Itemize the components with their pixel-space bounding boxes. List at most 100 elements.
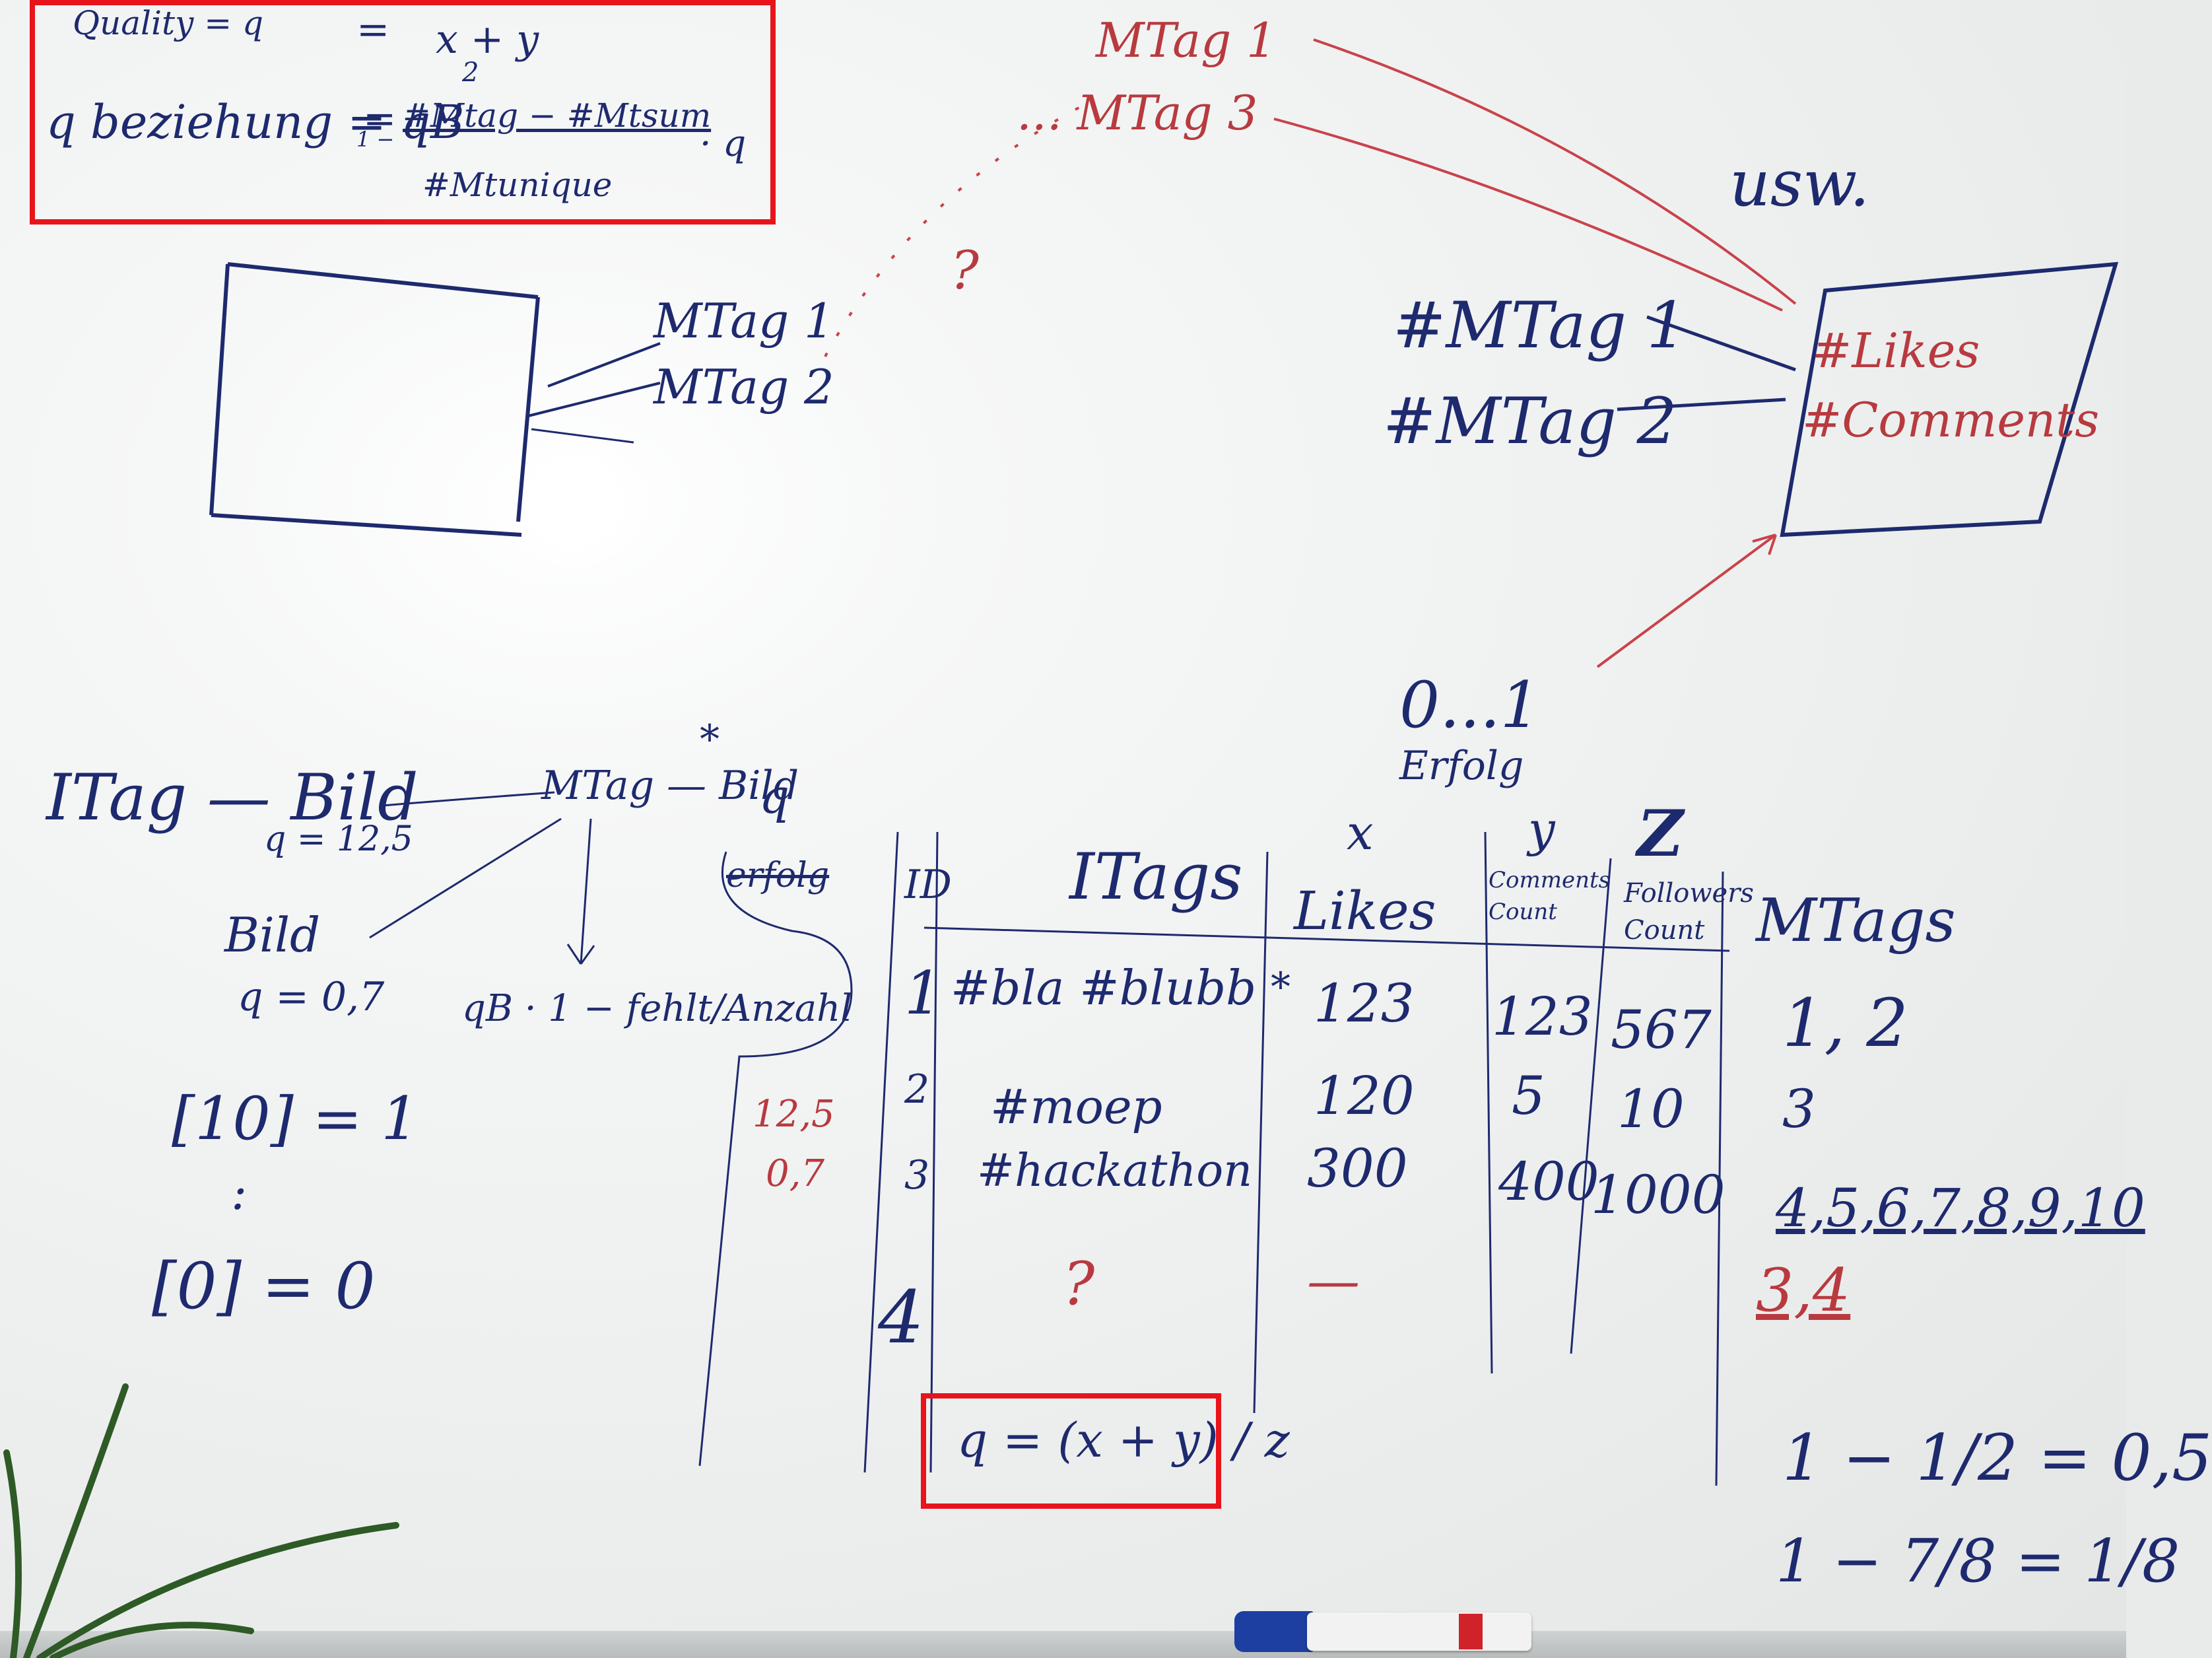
row1-likes: 123 xyxy=(1314,973,1415,1034)
right-box xyxy=(1780,261,2119,537)
header-y: y xyxy=(1528,802,1555,857)
row3-id: 3 xyxy=(904,1152,930,1198)
quality-denominator: 2 xyxy=(462,57,479,88)
row2-id: 2 xyxy=(904,1066,930,1113)
bottom-formula: q = (x + y) / z xyxy=(957,1412,1290,1468)
red-dotted-curve xyxy=(824,104,1083,357)
row2-mtags: 3 xyxy=(1782,1078,1816,1140)
star-mark: * xyxy=(700,716,720,763)
row2-itags: #moep xyxy=(990,1079,1162,1134)
right-link-2 xyxy=(1617,397,1786,411)
left-box-link-2 xyxy=(527,382,661,417)
comments-label: #Comments xyxy=(1802,392,2100,448)
row3-itags: #hackathon xyxy=(977,1145,1252,1197)
mtag-down-arrow xyxy=(566,818,595,965)
itag-bild-link xyxy=(382,791,555,807)
relation-suffix: · q xyxy=(700,122,747,164)
row1-mtags: 1, 2 xyxy=(1782,984,1908,1062)
red-question-mark: ? xyxy=(951,240,979,301)
table-vline-1 xyxy=(863,831,899,1473)
quality-numerator: x + y xyxy=(436,17,539,63)
header-x: x xyxy=(1347,805,1374,860)
likes-label: #Likes xyxy=(1812,323,1980,378)
range-label: 0...1 xyxy=(1399,668,1541,742)
header-id: ID xyxy=(904,862,952,908)
relation-label: q beziehung = qB xyxy=(46,95,465,149)
vertical-dots: : xyxy=(231,1165,248,1220)
header-likes: Likes xyxy=(1294,880,1436,942)
bild-label: Bild xyxy=(224,907,321,963)
header-itags: ITags xyxy=(1069,840,1243,914)
row1-itags: #bla #blubb xyxy=(951,960,1257,1016)
row3-mtags: 4,5,6,7,8,9,10 xyxy=(1776,1177,2145,1239)
row3-followers: 1000 xyxy=(1591,1164,1726,1226)
relation-prefix: 1 − xyxy=(356,127,395,152)
red-tag-1: MTag 1 xyxy=(1096,13,1277,68)
mtag-bild-label: MTag — Bild xyxy=(541,763,799,809)
row4-id: 4 xyxy=(878,1275,924,1360)
red-link-1 xyxy=(1313,38,1797,305)
row4-likes: — xyxy=(1307,1250,1360,1311)
mtag-to-bild xyxy=(369,817,562,939)
red-link-2 xyxy=(1273,118,1783,312)
table-vline-6 xyxy=(1715,871,1724,1486)
marker-cap xyxy=(1234,1611,1314,1652)
left-box-link-1 xyxy=(547,342,661,388)
header-comments: Comments Count xyxy=(1489,867,1611,925)
equation-eighth: 1 − 7/8 = 1/8 xyxy=(1776,1527,2180,1596)
header-mtags: MTags xyxy=(1756,886,1956,955)
header-z: Z xyxy=(1637,796,1684,871)
table-hline xyxy=(923,926,1730,952)
relation-denominator: #Mtunique xyxy=(422,166,613,204)
qb-expression: qB · 1 − fehlt/Anzahl xyxy=(462,987,853,1030)
marker-tray xyxy=(0,1631,2126,1658)
erfolg-label: Erfolg xyxy=(1399,743,1524,789)
highlight-box-top-formula xyxy=(30,0,776,225)
right-link-1 xyxy=(1646,315,1796,372)
left-tag-2: MTag 2 xyxy=(654,359,834,415)
row1-comments: 123 xyxy=(1492,986,1593,1047)
relation-numerator: #Mtag − #Mtsum xyxy=(403,96,712,135)
row3-comments: 400 xyxy=(1498,1151,1599,1212)
equation-half: 1 − 1/2 = 0,5 xyxy=(1782,1421,2212,1495)
red-tag-3: ... MTag 3 xyxy=(1017,85,1258,141)
table-vline-3 xyxy=(1253,851,1269,1414)
star-mark-likes: * xyxy=(1271,964,1290,1010)
row1-followers: 567 xyxy=(1611,999,1712,1060)
whiteboard-drawings xyxy=(3,38,2119,1658)
itag-bild-label: ITag — Bild xyxy=(46,761,419,835)
q-column-label: q xyxy=(759,769,790,824)
whiteboard xyxy=(0,0,2126,1631)
highlight-box-bottom-formula xyxy=(921,1393,1221,1509)
row2-likes: 120 xyxy=(1314,1065,1415,1126)
q-12-5-label: q = 12,5 xyxy=(264,819,413,859)
right-tag-1: #MTag 1 xyxy=(1393,289,1687,363)
table-vline-4 xyxy=(1484,831,1493,1374)
table-vline-5 xyxy=(1570,858,1612,1354)
left-tag-1: MTag 1 xyxy=(654,293,834,349)
plant-leaves xyxy=(3,1383,399,1658)
quality-label: Quality = q xyxy=(73,4,264,42)
red-arrow xyxy=(1596,534,1777,668)
row1-id: 1 xyxy=(904,959,943,1028)
right-tag-2: #MTag 2 xyxy=(1383,384,1677,458)
usw-label: usw. xyxy=(1729,147,1870,221)
quality-eq: = xyxy=(356,7,390,53)
row4-mtags: 3,4 xyxy=(1756,1256,1851,1325)
relation-eq: = xyxy=(363,96,397,142)
marker-ring xyxy=(1459,1614,1483,1649)
bracket-10-label: [10] = 1 xyxy=(172,1084,419,1154)
left-box xyxy=(209,262,540,537)
row4-itags: ? xyxy=(1063,1249,1095,1319)
header-followers: Followers Count xyxy=(1624,878,1754,946)
row2-followers: 10 xyxy=(1617,1078,1685,1140)
table-vline-2 xyxy=(929,831,939,1473)
whiteboard-marker xyxy=(1307,1612,1531,1651)
row2-comments: 5 xyxy=(1512,1065,1545,1126)
row2-erfolg: 12,5 xyxy=(753,1093,835,1136)
erfolg-bracket xyxy=(698,851,853,1467)
bracket-0-label: [0] = 0 xyxy=(152,1249,376,1323)
q-0-7-label: q = 0,7 xyxy=(238,974,385,1020)
row3-likes: 300 xyxy=(1307,1138,1408,1199)
left-box-link-3 xyxy=(531,428,634,444)
